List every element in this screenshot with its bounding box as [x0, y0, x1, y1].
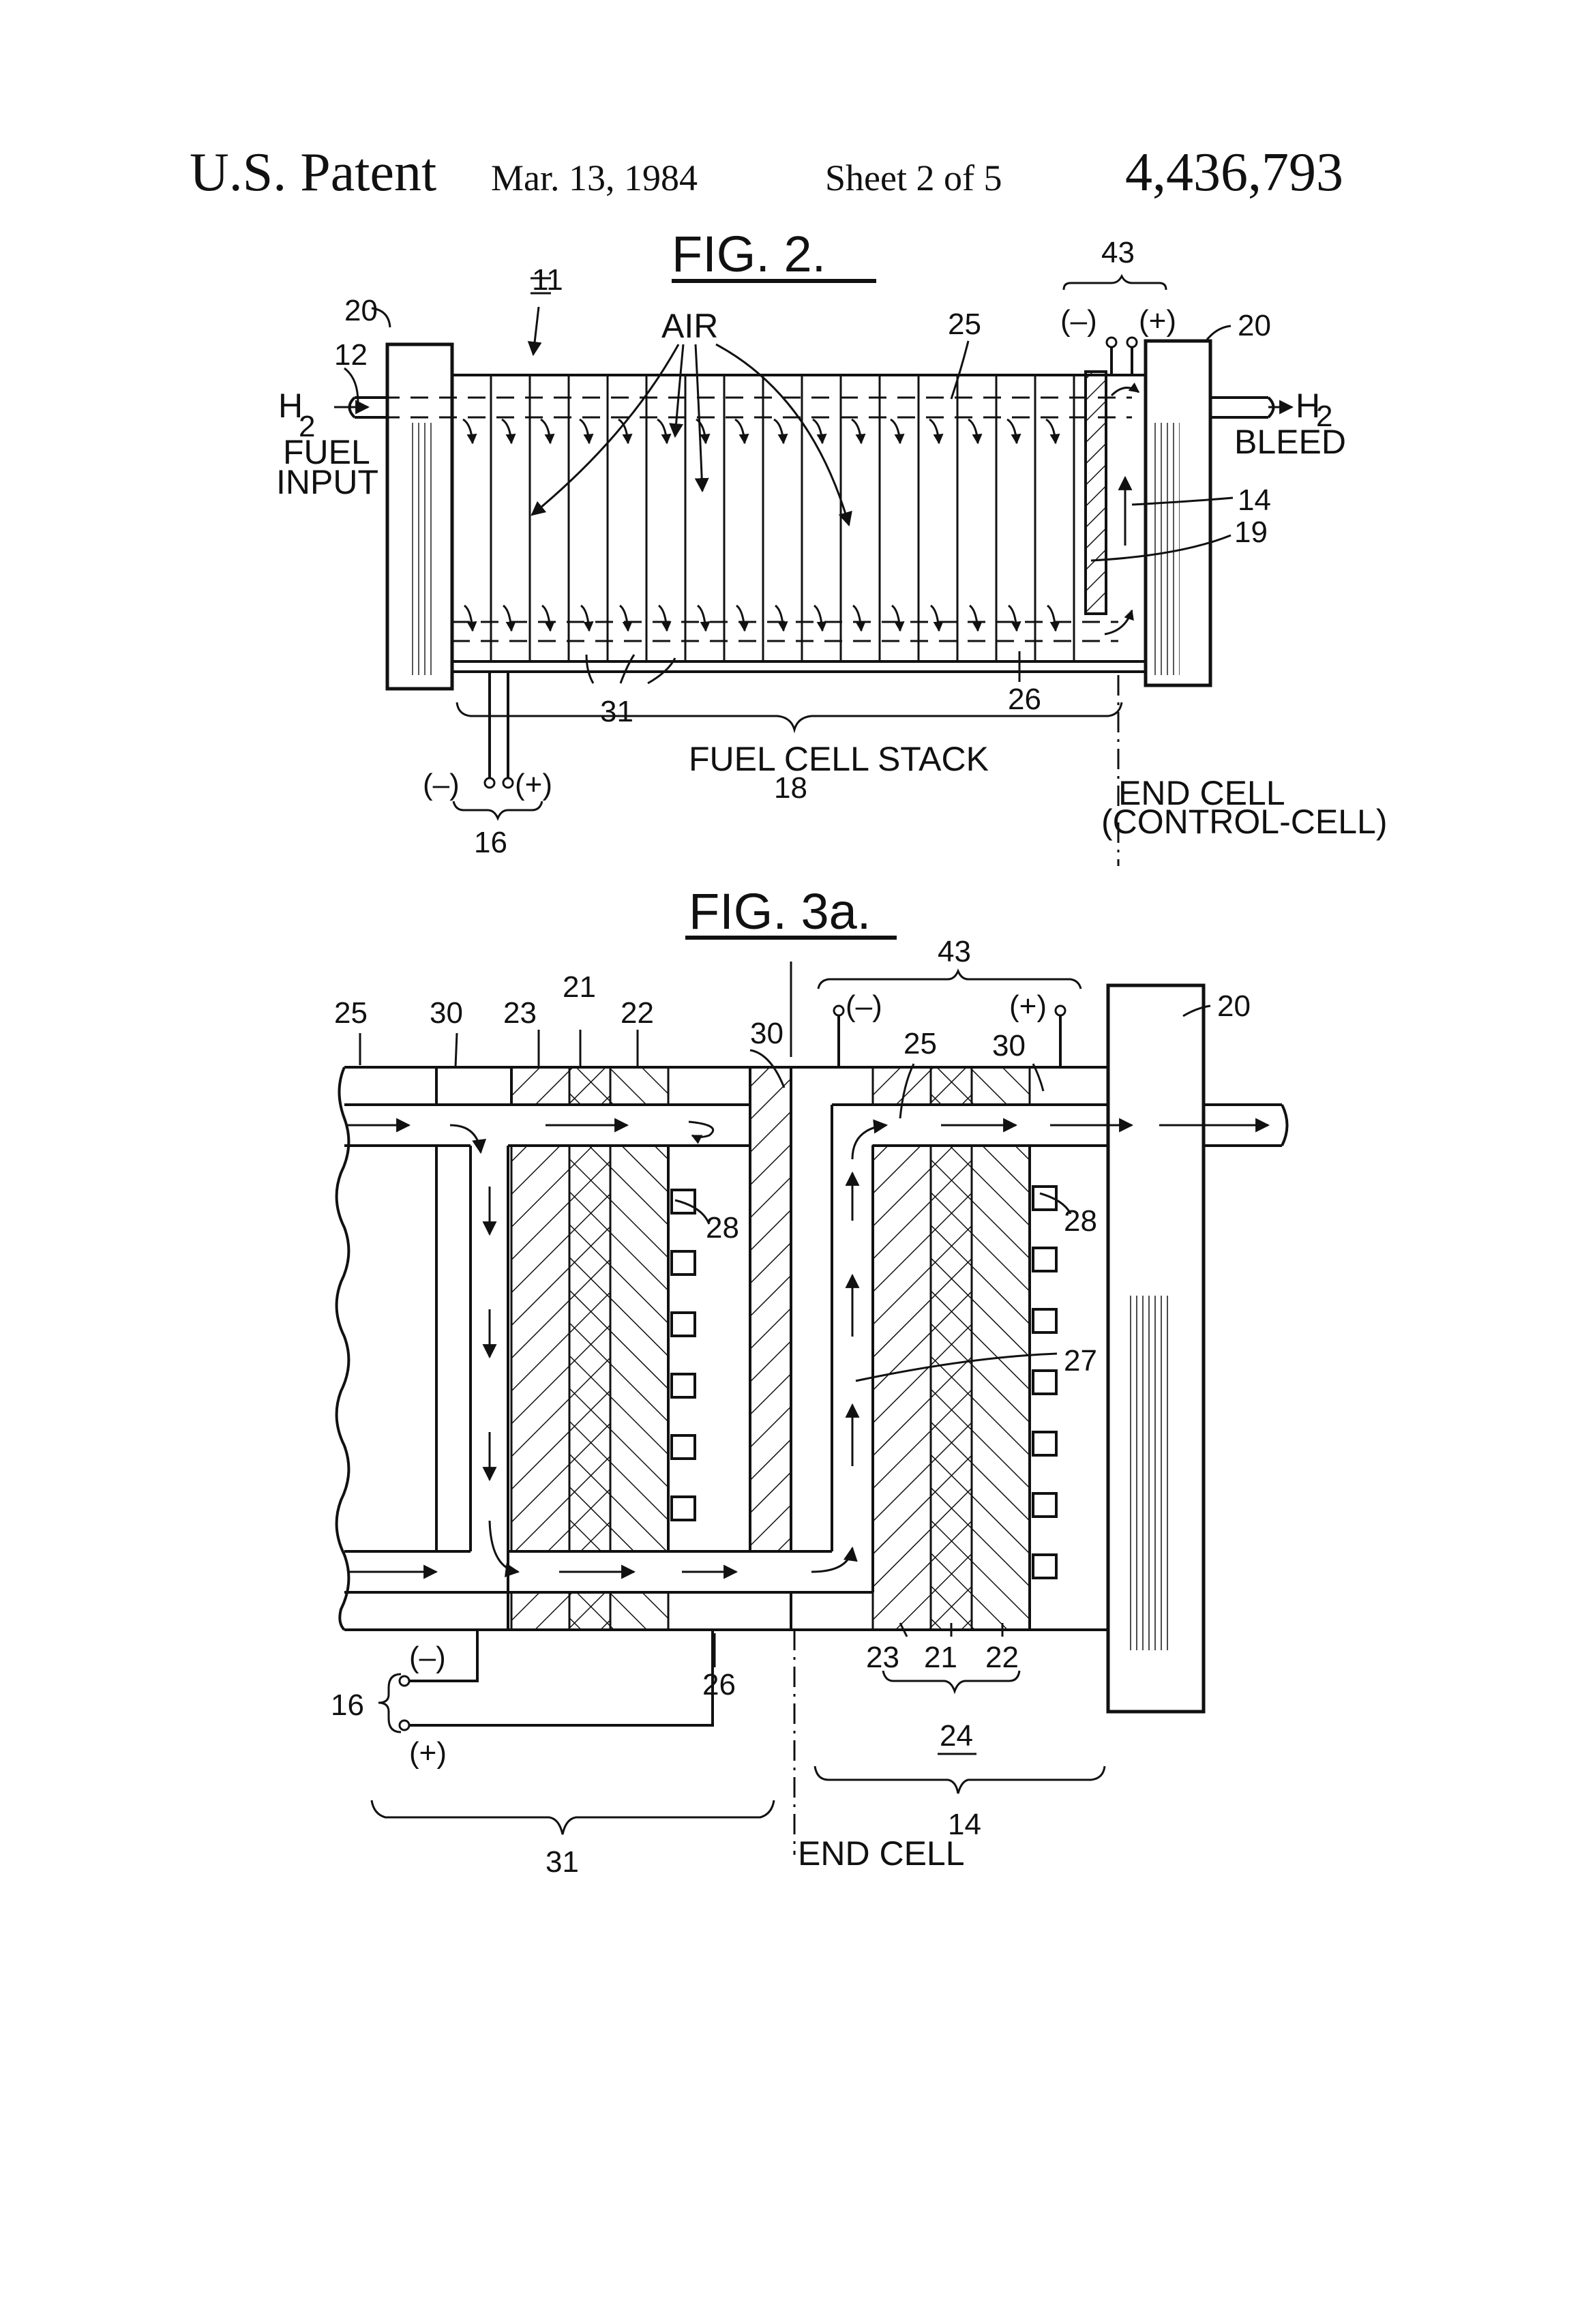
svg-text:21: 21 [924, 1641, 957, 1674]
svg-text:26: 26 [1008, 683, 1041, 716]
svg-text:20: 20 [344, 294, 378, 327]
fig3a-separator-plate [750, 1067, 791, 1551]
svg-text:20: 20 [1238, 309, 1271, 342]
fig3a-endcell-anode [873, 1146, 931, 1630]
svg-text:(+): (+) [515, 768, 552, 801]
svg-text:30: 30 [992, 1029, 1026, 1062]
fig3a-contacts-right [1033, 1187, 1056, 1578]
fig3a-contacts-left [672, 1190, 695, 1520]
svg-text:25: 25 [334, 996, 368, 1030]
svg-text:21: 21 [563, 970, 596, 1004]
fig3a-endcell-cathode [972, 1146, 1030, 1630]
fig3a-break-line [337, 1067, 349, 1630]
svg-text:43: 43 [938, 935, 971, 968]
fig2-flow-arrows [463, 419, 1056, 631]
svg-text:BLEED: BLEED [1234, 423, 1346, 461]
svg-text:30: 30 [750, 1017, 783, 1050]
fig2-title: FIG. 2. [672, 226, 826, 282]
fig3a-cell-cathode [610, 1146, 668, 1551]
svg-text:(–): (–) [409, 1641, 446, 1674]
svg-text:INPUT: INPUT [276, 463, 378, 501]
svg-text:12: 12 [334, 338, 368, 372]
svg-text:14: 14 [1238, 483, 1271, 517]
svg-text:(+): (+) [1009, 989, 1047, 1023]
svg-text:(CONTROL-CELL): (CONTROL-CELL) [1101, 803, 1387, 841]
svg-text:(–): (–) [423, 768, 460, 801]
svg-text:23: 23 [503, 996, 537, 1030]
svg-text:31: 31 [600, 695, 633, 728]
svg-text:25: 25 [904, 1027, 937, 1060]
fig-3a: FIG. 3a. [331, 883, 1287, 1879]
svg-text:22: 22 [985, 1641, 1019, 1674]
fig3a-cell-anode [511, 1067, 569, 1105]
svg-text:AIR: AIR [661, 307, 718, 345]
svg-text:24: 24 [940, 1719, 973, 1753]
svg-text:18: 18 [774, 771, 807, 805]
fig-2: FIG. 2. [276, 226, 1387, 866]
fig3a-brace-14 [815, 1766, 1105, 1793]
svg-text:(+): (+) [1139, 304, 1176, 338]
control-cell-plate [1086, 372, 1106, 614]
fig3a-title: FIG. 3a. [689, 883, 871, 940]
svg-text:(–): (–) [1060, 304, 1097, 338]
fig3a-brace-31 [372, 1800, 774, 1834]
svg-text:43: 43 [1101, 236, 1135, 269]
svg-text:30: 30 [430, 996, 463, 1030]
fig2-end-plate-left [387, 344, 452, 689]
svg-text:27: 27 [1064, 1344, 1097, 1377]
svg-text:11: 11 [532, 263, 563, 297]
svg-text:FUEL CELL STACK: FUEL CELL STACK [689, 740, 989, 778]
svg-text:22: 22 [621, 996, 654, 1030]
air-arrow-left [532, 344, 678, 515]
svg-text:20: 20 [1217, 989, 1251, 1023]
fig3a-end-plate [1108, 985, 1204, 1712]
svg-text:16: 16 [474, 826, 507, 859]
svg-text:END CELL: END CELL [798, 1834, 965, 1873]
svg-text:(+): (+) [409, 1736, 447, 1770]
svg-text:28: 28 [706, 1211, 739, 1245]
fig2-end-plate-right [1146, 341, 1210, 685]
svg-text:31: 31 [546, 1845, 579, 1879]
svg-text:(–): (–) [846, 989, 882, 1023]
svg-text:16: 16 [331, 1688, 364, 1722]
svg-text:23: 23 [866, 1641, 899, 1674]
svg-text:19: 19 [1234, 516, 1268, 549]
svg-text:26: 26 [702, 1668, 736, 1701]
svg-text:25: 25 [948, 308, 981, 341]
svg-text:28: 28 [1064, 1204, 1097, 1238]
